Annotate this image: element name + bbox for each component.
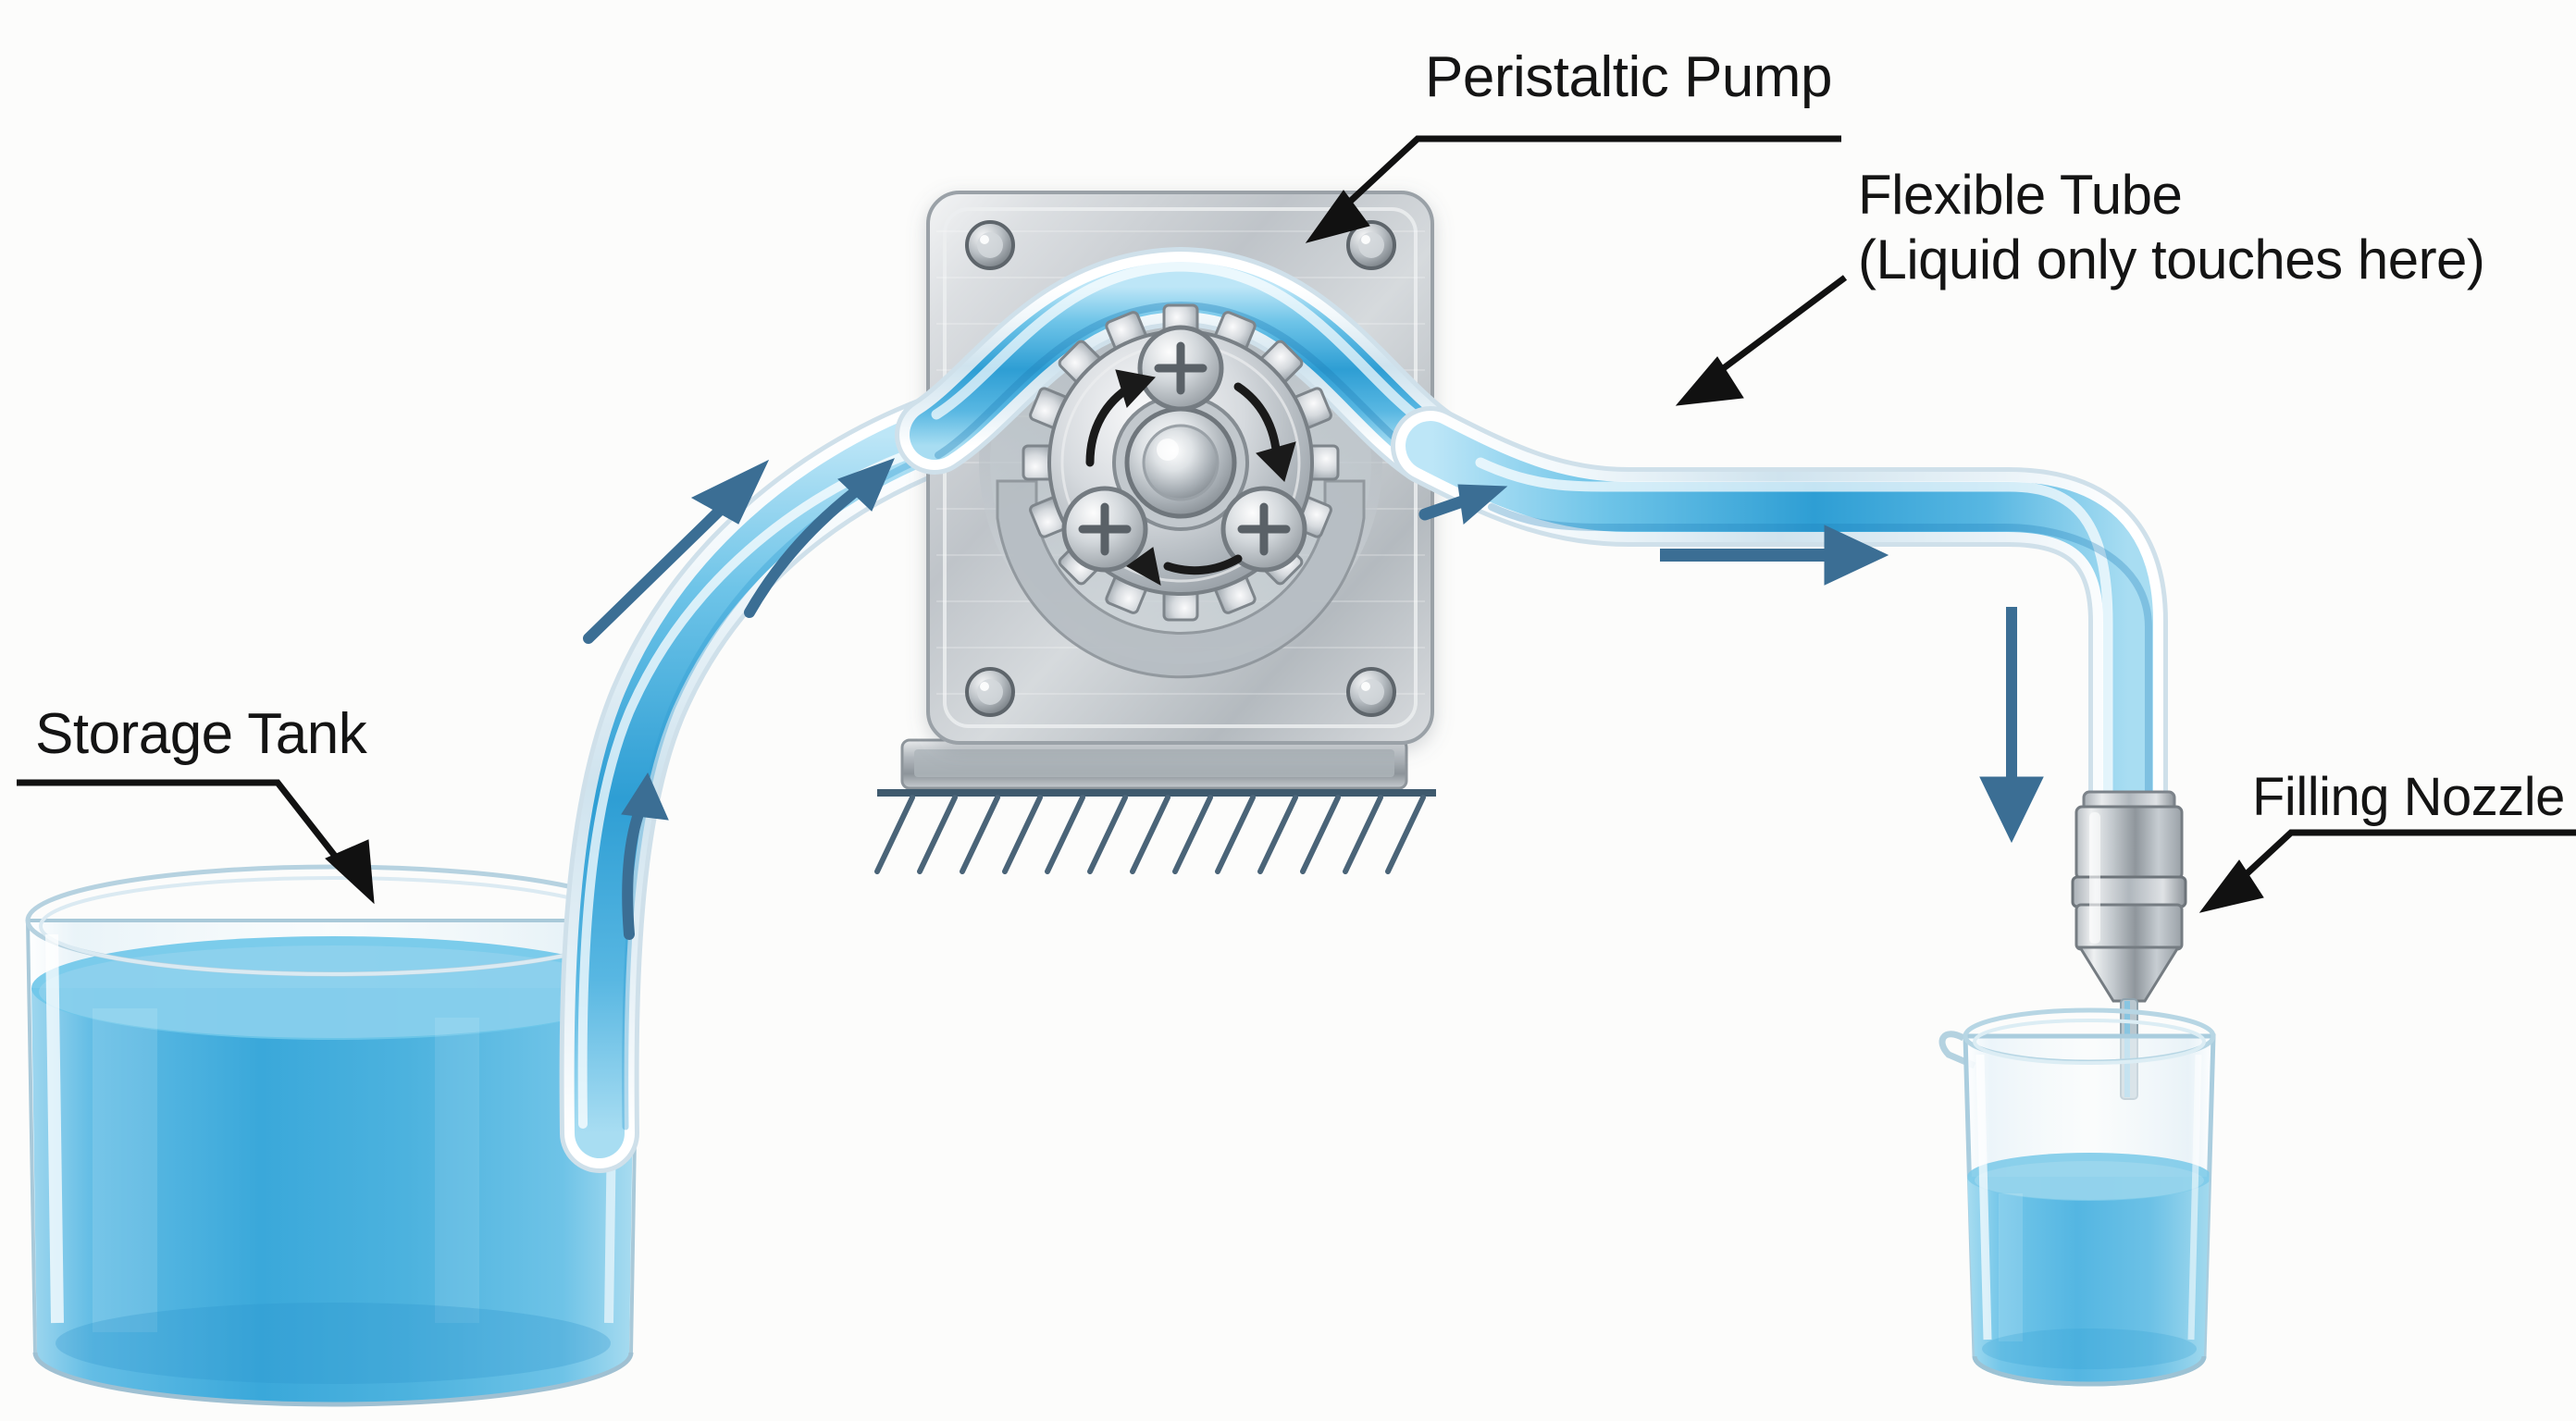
screw-top-left — [965, 220, 1015, 270]
storage-tank — [25, 864, 641, 1407]
outlet-tube-highlight — [1475, 457, 2113, 799]
screw-bottom-left — [965, 667, 1015, 717]
leader-lines — [17, 135, 2576, 913]
pump-tube-liquid — [910, 261, 1455, 471]
label-flexible-tube-line2: (Liquid only touches here) — [1858, 228, 2485, 290]
rotor-hub — [1112, 394, 1249, 531]
rotor-arrow-upper-right — [1233, 382, 1296, 482]
roller-head-bottom-left — [1061, 486, 1148, 573]
roller-head-bottom-right — [1220, 486, 1307, 573]
outlet-tube-shade — [1488, 503, 2152, 797]
beaker — [1938, 1007, 2216, 1387]
label-storage-tank: Storage Tank — [35, 702, 367, 766]
label-filling-nozzle: Filling Nozzle — [2252, 767, 2565, 827]
nozzle-highlight — [2089, 812, 2100, 944]
rotor-rotation-arrows — [1085, 369, 1296, 586]
pump-occlusion-bed — [996, 479, 1366, 679]
outlet-tube-liquid — [1406, 421, 2153, 822]
pump-corner-screws — [965, 220, 1396, 717]
leader-peristaltic-pump — [1305, 135, 1841, 243]
leader-storage-tank — [17, 779, 375, 905]
rotor-arrow-upper-left — [1085, 369, 1156, 467]
label-flexible-tube: Flexible Tube (Liquid only touches here) — [1858, 163, 2485, 291]
screw-top-right — [1346, 220, 1396, 270]
inlet-flexible-tube — [559, 395, 974, 1173]
beaker-rim-inner — [1973, 1019, 2206, 1065]
beaker-highlight-right — [2187, 1054, 2202, 1341]
pump-outlet-flow-arrow — [1418, 484, 1508, 525]
screw-bottom-right — [1346, 667, 1396, 717]
outlet-flow-arrow-horizontal — [1660, 525, 1889, 586]
pump-base-inner — [914, 749, 1394, 777]
leader-filling-nozzle — [2198, 829, 2576, 913]
beaker-spout — [1938, 1031, 1976, 1069]
beaker-base — [1972, 1355, 2207, 1387]
beaker-highlight-left — [1975, 1054, 1992, 1341]
inlet-flow-arrow-lower — [621, 772, 669, 940]
nozzle-cone — [2077, 945, 2181, 1003]
outlet-flow-arrow-down — [1979, 607, 2044, 844]
pump-rotor — [1022, 303, 1340, 622]
rotor-roller-heads — [1061, 325, 1307, 573]
tank-highlight-left — [45, 933, 64, 1324]
tank-base — [32, 1352, 634, 1407]
inlet-flow-arrow-mid — [744, 458, 895, 618]
inlet-tube-highlight — [577, 447, 921, 1129]
leader-flexible-tube — [1675, 275, 1848, 406]
beaker-liquid — [1967, 1153, 2211, 1384]
tank-liquid — [31, 936, 635, 1404]
rotor-arrow-bottom — [1126, 547, 1243, 586]
roller-head-top — [1137, 325, 1224, 412]
label-flexible-tube-line1: Flexible Tube — [1858, 164, 2183, 226]
flow-arrows — [583, 458, 2044, 940]
ground-hatching — [874, 795, 1426, 874]
pump-tube-highlight — [931, 261, 1434, 431]
inlet-flow-arrow-outer — [583, 459, 770, 644]
outlet-flexible-tube — [1391, 406, 2168, 837]
label-peristaltic-pump: Peristaltic Pump — [1425, 45, 1832, 109]
pump-mount-base — [900, 738, 1408, 790]
